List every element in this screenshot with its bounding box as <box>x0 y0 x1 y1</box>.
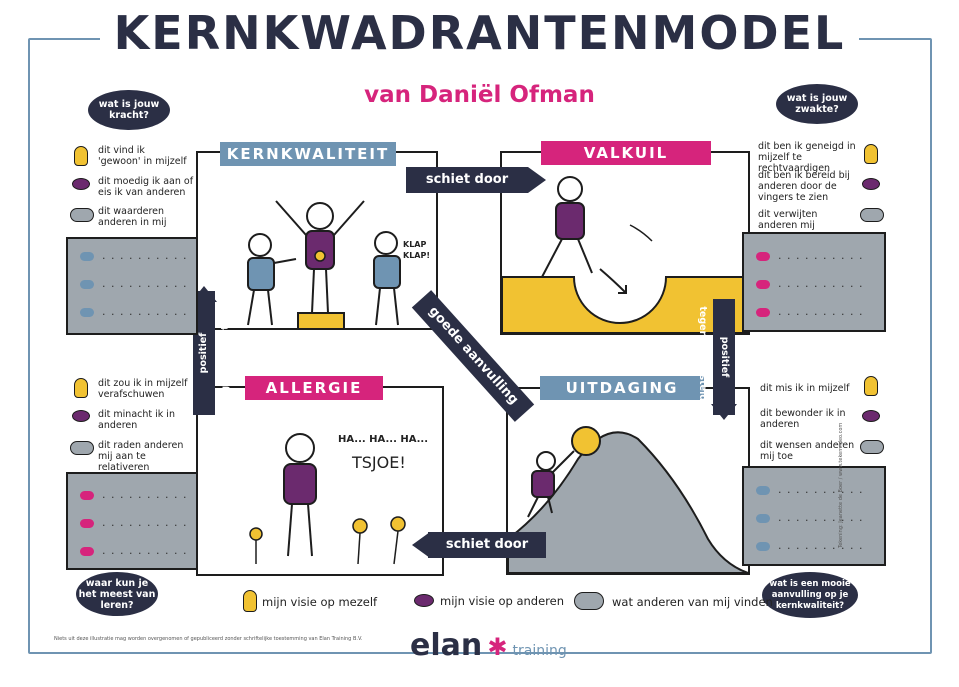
bulb-icon <box>74 378 88 398</box>
label-kernkwaliteit: KERNKWALITEIT <box>220 142 396 166</box>
bulb-icon <box>864 376 878 396</box>
quadrant-kernkwaliteit: KLAP KLAP! <box>196 151 438 330</box>
bubble-top-right: wat is jouw zwakte? <box>776 84 858 124</box>
note-dot <box>80 491 94 500</box>
arrow-head-down-icon <box>711 404 737 420</box>
note-dot <box>756 542 770 551</box>
legend-others: mijn visie op anderen <box>440 594 564 608</box>
allergie-illustration <box>249 433 406 565</box>
legend-bulb-icon <box>243 590 257 612</box>
notes-bottom-left: . . . . . . . . . . . . . . . . . . . . … <box>66 472 198 570</box>
legend-others-view: wat anderen van mij vinden <box>612 595 773 609</box>
note-dot <box>80 308 94 317</box>
footer-credit: Tekening: Jeanette de Boer / www.tekenvi… <box>838 422 844 548</box>
note-line: . . . . . . . . . . <box>778 511 864 524</box>
note-dot <box>80 519 94 528</box>
prompt-bottom-right-2: dit bewonder ik in anderen <box>760 408 846 430</box>
cloud-icon <box>70 441 94 455</box>
prompt-bottom-left-2: dit minacht ik in anderen <box>98 409 175 431</box>
legend-cloud-icon <box>574 592 604 610</box>
prompt-bottom-left-1: dit zou ik in mijzelf verafschuwen <box>98 378 188 400</box>
label-allergie: ALLERGIE <box>245 376 383 400</box>
prompt-top-left-3: dit waarderen anderen in mij <box>98 206 167 228</box>
klap-text: KLAP KLAP! <box>403 240 430 260</box>
uitdaging-illustration <box>508 426 748 573</box>
arrow-head-right-icon <box>528 167 546 193</box>
logo-star-icon: ✱ <box>487 633 508 661</box>
note-line: . . . . . . . . . . <box>102 277 188 290</box>
label-valkuil: VALKUIL <box>541 141 711 165</box>
note-line: . . . . . . . . . . <box>102 516 188 529</box>
notes-top-left: . . . . . . . . . . . . . . . . . . . . … <box>66 237 198 335</box>
ha-text: HA... HA... HA... <box>338 434 429 445</box>
arrow-head-left-icon <box>412 532 430 558</box>
bulb-icon <box>864 144 878 164</box>
prompt-bottom-right-3: dit wensen anderen mij toe <box>760 440 855 462</box>
eye-icon <box>72 410 90 422</box>
logo-sub: training <box>512 643 567 659</box>
arrow-schiet-door-top: schiet door <box>406 167 528 193</box>
note-line: . . . . . . . . . . <box>102 544 188 557</box>
quadrant-uitdaging <box>506 387 750 575</box>
note-dot <box>756 308 770 317</box>
legend-self: mijn visie op mezelf <box>262 595 378 609</box>
prompt-bottom-right-1: dit mis ik in mijzelf <box>760 383 850 394</box>
note-line: . . . . . . . . . . <box>778 305 864 318</box>
tsjoe-text: TSJOE! <box>352 453 406 472</box>
bubble-bottom-right: wat is een mooie aanvulling op je kernkw… <box>762 572 858 618</box>
page-title-text: KERNKWADRANTENMODEL <box>99 6 860 60</box>
note-dot <box>80 252 94 261</box>
cloud-icon <box>860 208 884 222</box>
note-dot <box>756 486 770 495</box>
cloud-icon <box>70 208 94 222</box>
note-dot <box>756 514 770 523</box>
valkuil-illustration <box>502 176 748 333</box>
bubble-top-left: wat is jouw kracht? <box>88 90 170 130</box>
page-title: KERNKWADRANTENMODEL <box>0 6 959 60</box>
note-dot <box>80 547 94 556</box>
note-dot <box>756 252 770 261</box>
logo-word: elan <box>410 628 483 663</box>
prompt-top-left-1: dit vind ik 'gewoon' in mijzelf <box>98 145 187 167</box>
prompt-bottom-left-3: dit raden anderen mij aan te relativeren <box>98 440 184 473</box>
prompt-top-right-2: dit ben ik bereid bij anderen door de vi… <box>758 170 850 203</box>
notes-bottom-right: . . . . . . . . . . . . . . . . . . . . … <box>742 466 886 566</box>
kernkwaliteit-illustration <box>247 200 401 328</box>
note-line: . . . . . . . . . . <box>102 305 188 318</box>
prompt-top-right-3: dit verwijten anderen mij <box>758 209 818 231</box>
arrow-positief-right: positief tegenovergestelde <box>697 299 735 415</box>
note-line: . . . . . . . . . . <box>778 277 864 290</box>
arrow-schiet-door-bottom: schiet door <box>428 532 546 558</box>
note-line: . . . . . . . . . . <box>102 249 188 262</box>
footer-disclaimer: Niets uit deze illustratie mag worden ov… <box>54 636 363 642</box>
bubble-bottom-left: waar kun je het meest van leren? <box>76 572 158 616</box>
eye-icon <box>72 178 90 190</box>
quadrant-allergie: HA... HA... HA... TSJOE! <box>196 386 444 576</box>
note-dot <box>80 280 94 289</box>
elan-logo: elan ✱ training <box>410 628 567 664</box>
label-uitdaging: UITDAGING <box>540 376 704 400</box>
legend-eye-icon <box>414 594 434 607</box>
note-line: . . . . . . . . . . <box>102 488 188 501</box>
note-line: . . . . . . . . . . <box>778 249 864 262</box>
bulb-icon <box>74 146 88 166</box>
eye-icon <box>862 178 880 190</box>
note-line: . . . . . . . . . . <box>778 539 864 552</box>
eye-icon <box>862 410 880 422</box>
note-line: . . . . . . . . . . <box>778 483 864 496</box>
note-dot <box>756 280 770 289</box>
prompt-top-right-1: dit ben ik geneigd in mijzelf te rechtva… <box>758 141 856 174</box>
notes-top-right: . . . . . . . . . . . . . . . . . . . . … <box>742 232 886 332</box>
page-subtitle: van Daniël Ofman <box>364 82 595 108</box>
prompt-top-left-2: dit moedig ik aan of eis ik van anderen <box>98 176 194 198</box>
cloud-icon <box>860 440 884 454</box>
